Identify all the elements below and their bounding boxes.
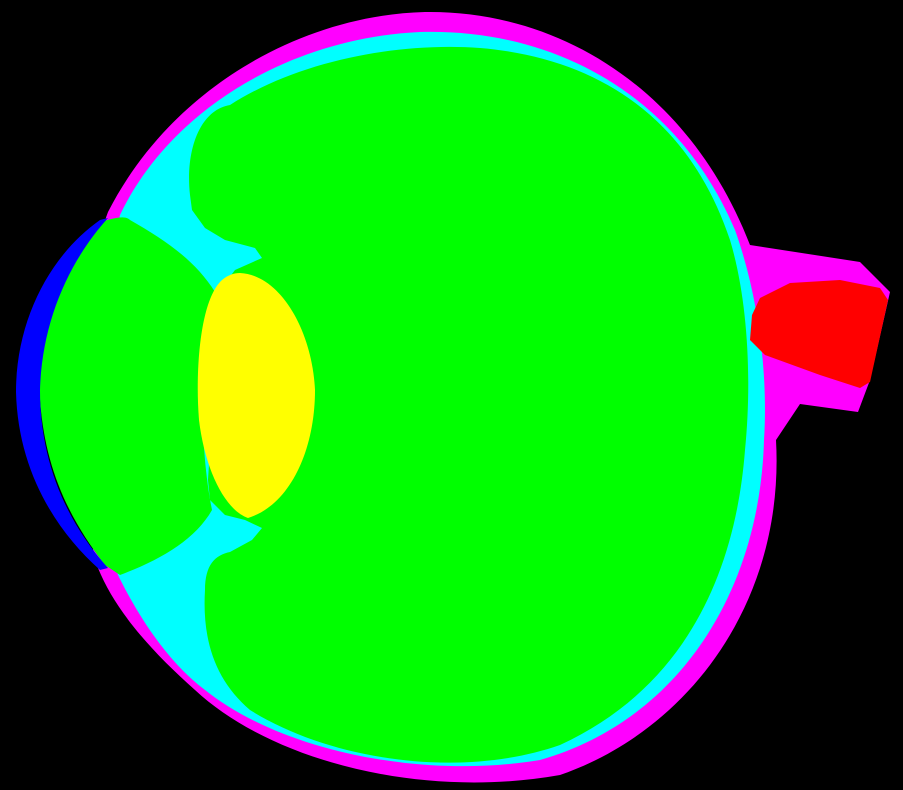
eye-segmentation-diagram: [0, 0, 903, 790]
segmentation-canvas: [0, 0, 903, 790]
